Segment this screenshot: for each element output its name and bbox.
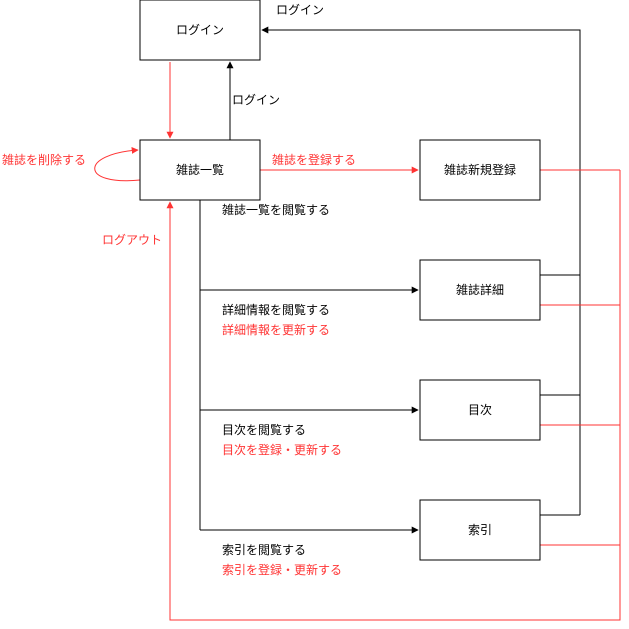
label-update-index: 索引を登録・更新する (222, 562, 342, 577)
node-magazine-register-label: 雑誌新規登録 (444, 162, 516, 177)
label-register-magazine: 雑誌を登録する (272, 152, 356, 167)
label-top-login: ログイン (276, 3, 324, 17)
label-delete-magazine: 雑誌を削除する (2, 152, 86, 167)
node-toc[interactable]: 目次 (419, 379, 541, 441)
node-index[interactable]: 索引 (419, 499, 541, 561)
label-view-index: 索引を閲覧する (222, 543, 306, 557)
label-update-detail: 詳細情報を更新する (222, 322, 330, 337)
label-list-to-login: ログイン (232, 93, 280, 107)
node-magazine-list-label: 雑誌一覧 (176, 162, 224, 177)
label-update-toc: 目次を登録・更新する (222, 442, 342, 457)
node-magazine-list[interactable]: 雑誌一覧 (139, 139, 261, 201)
node-login[interactable]: ログイン (139, 0, 261, 61)
node-toc-label: 目次 (468, 403, 492, 417)
node-login-label: ログイン (176, 23, 224, 37)
label-view-list: 雑誌一覧を閲覧する (222, 202, 330, 217)
edge-loop-to-login (261, 26, 581, 515)
edge-logout (166, 170, 621, 621)
label-view-toc: 目次を閲覧する (222, 423, 306, 437)
label-view-detail: 詳細情報を閲覧する (222, 302, 330, 317)
node-magazine-detail[interactable]: 雑誌詳細 (419, 259, 541, 321)
label-logout: ログアウト (102, 233, 162, 247)
node-magazine-detail-label: 雑誌詳細 (456, 282, 504, 297)
node-index-label: 索引 (468, 523, 492, 537)
node-magazine-register[interactable]: 雑誌新規登録 (419, 139, 541, 201)
edge-delete-loop (94, 146, 141, 182)
